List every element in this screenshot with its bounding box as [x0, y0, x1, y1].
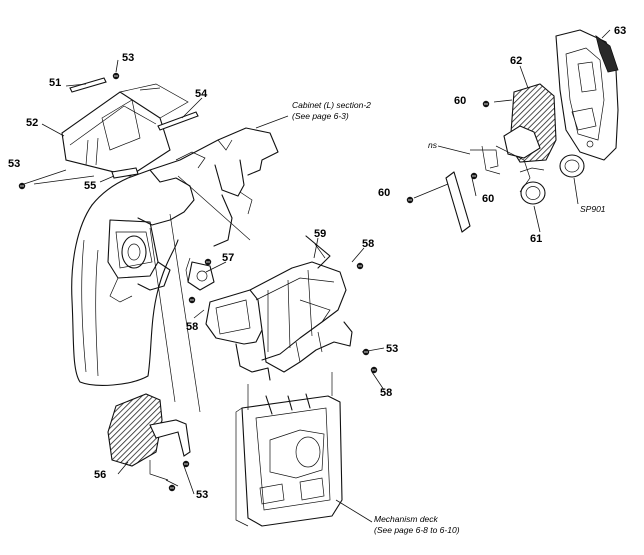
screw-icon — [470, 172, 478, 180]
callout-60: 60 — [454, 95, 466, 107]
ns-bracket — [445, 145, 501, 233]
part-63-cover — [555, 29, 619, 161]
callout-53: 53 — [196, 489, 208, 501]
callout-57: 57 — [222, 252, 234, 264]
cabinet-note-title: Cabinet (L) section-2 — [292, 100, 371, 110]
callout-63: 63 — [614, 25, 626, 37]
callout-58: 58 — [362, 238, 374, 250]
callout-61: 61 — [530, 233, 542, 245]
callout-52: 52 — [26, 117, 38, 129]
part-51-strip — [69, 77, 107, 93]
part-61-ring — [520, 181, 546, 205]
mechanism-note-page: (See page 6-8 to 6-10) — [374, 525, 460, 535]
mechanism-deck — [235, 372, 343, 527]
center-frame — [205, 235, 353, 381]
callout-ns: ns — [428, 140, 438, 150]
part-56-board — [107, 393, 191, 481]
screw-icon — [112, 72, 120, 80]
cabinet-note-page: (See page 6-3) — [292, 111, 349, 121]
screw-icon — [18, 182, 26, 190]
callout-53: 53 — [122, 52, 134, 64]
part-57-holder — [185, 257, 215, 291]
callout-59: 59 — [314, 228, 326, 240]
screw-icon — [204, 258, 212, 266]
mechanism-note-title: Mechanism deck — [374, 514, 439, 524]
screw-icon — [188, 296, 196, 304]
callout-58: 58 — [186, 321, 198, 333]
callout-60: 60 — [482, 193, 494, 205]
screw-icon — [406, 196, 414, 204]
callout-51: 51 — [49, 77, 61, 89]
leader-lines — [23, 29, 611, 523]
screw-icon — [370, 366, 378, 374]
callout-56: 56 — [94, 469, 106, 481]
callout-60: 60 — [378, 187, 390, 199]
callout-54: 54 — [195, 88, 208, 100]
callout-58: 58 — [380, 387, 392, 399]
callout-sp901: SP901 — [580, 204, 606, 214]
callout-55: 55 — [84, 180, 96, 192]
lens-ring — [107, 219, 159, 279]
part-52-bracket — [61, 83, 189, 177]
screw-icon — [356, 262, 364, 270]
speaker-sp901 — [559, 154, 585, 178]
callout-53: 53 — [8, 158, 20, 170]
cabinet-l-section — [71, 127, 279, 413]
screw-icon — [168, 484, 176, 492]
callout-53: 53 — [386, 343, 398, 355]
screw-icon — [182, 460, 190, 468]
part-62-board — [495, 83, 557, 193]
screw-icon — [362, 348, 370, 356]
callout-62: 62 — [510, 55, 522, 67]
screw-icon — [482, 100, 490, 108]
part-54-strip — [157, 111, 199, 131]
